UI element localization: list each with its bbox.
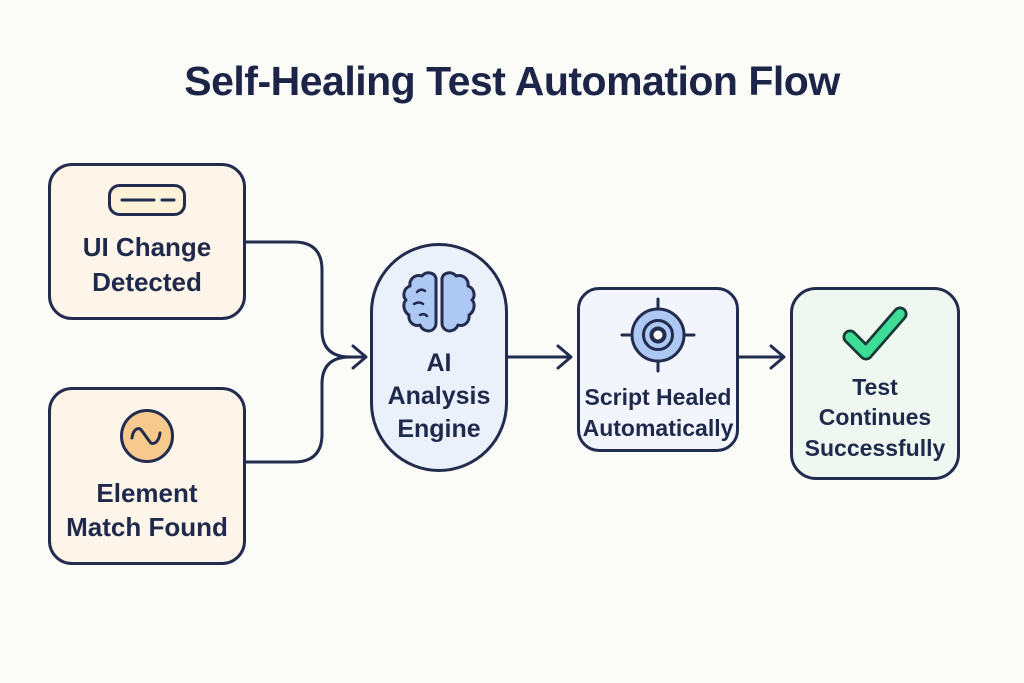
node-test-continues: Test Continues Successfully: [790, 287, 960, 480]
arrowhead-into-test: [769, 344, 786, 370]
node-script-healed: Script Healed Automatically: [577, 287, 739, 452]
arrowhead-into-script: [556, 344, 573, 370]
node-label: Element Match Found: [66, 477, 228, 542]
node-label: Script Healed Automatically: [582, 384, 734, 441]
node-ai-analysis-engine: AI Analysis Engine: [370, 243, 508, 472]
connector-element-match-to-ai: [244, 355, 366, 464]
input-field-icon: [108, 184, 186, 217]
connector-ui-change-to-ai: [244, 240, 366, 359]
target-icon: [619, 296, 697, 374]
diagram-title: Self-Healing Test Automation Flow: [184, 58, 840, 104]
brain-icon: [401, 269, 505, 337]
node-element-match-found: Element Match Found: [48, 387, 246, 565]
node-label: UI Change Detected: [82, 232, 212, 297]
check-icon: [840, 304, 910, 364]
node-label: AI Analysis Engine: [387, 349, 491, 443]
node-ui-change-detected: UI Change Detected: [48, 163, 246, 320]
arrowhead-into-ai: [351, 344, 368, 370]
node-label: Test Continues Successfully: [804, 373, 946, 461]
waveform-icon: [119, 408, 175, 464]
